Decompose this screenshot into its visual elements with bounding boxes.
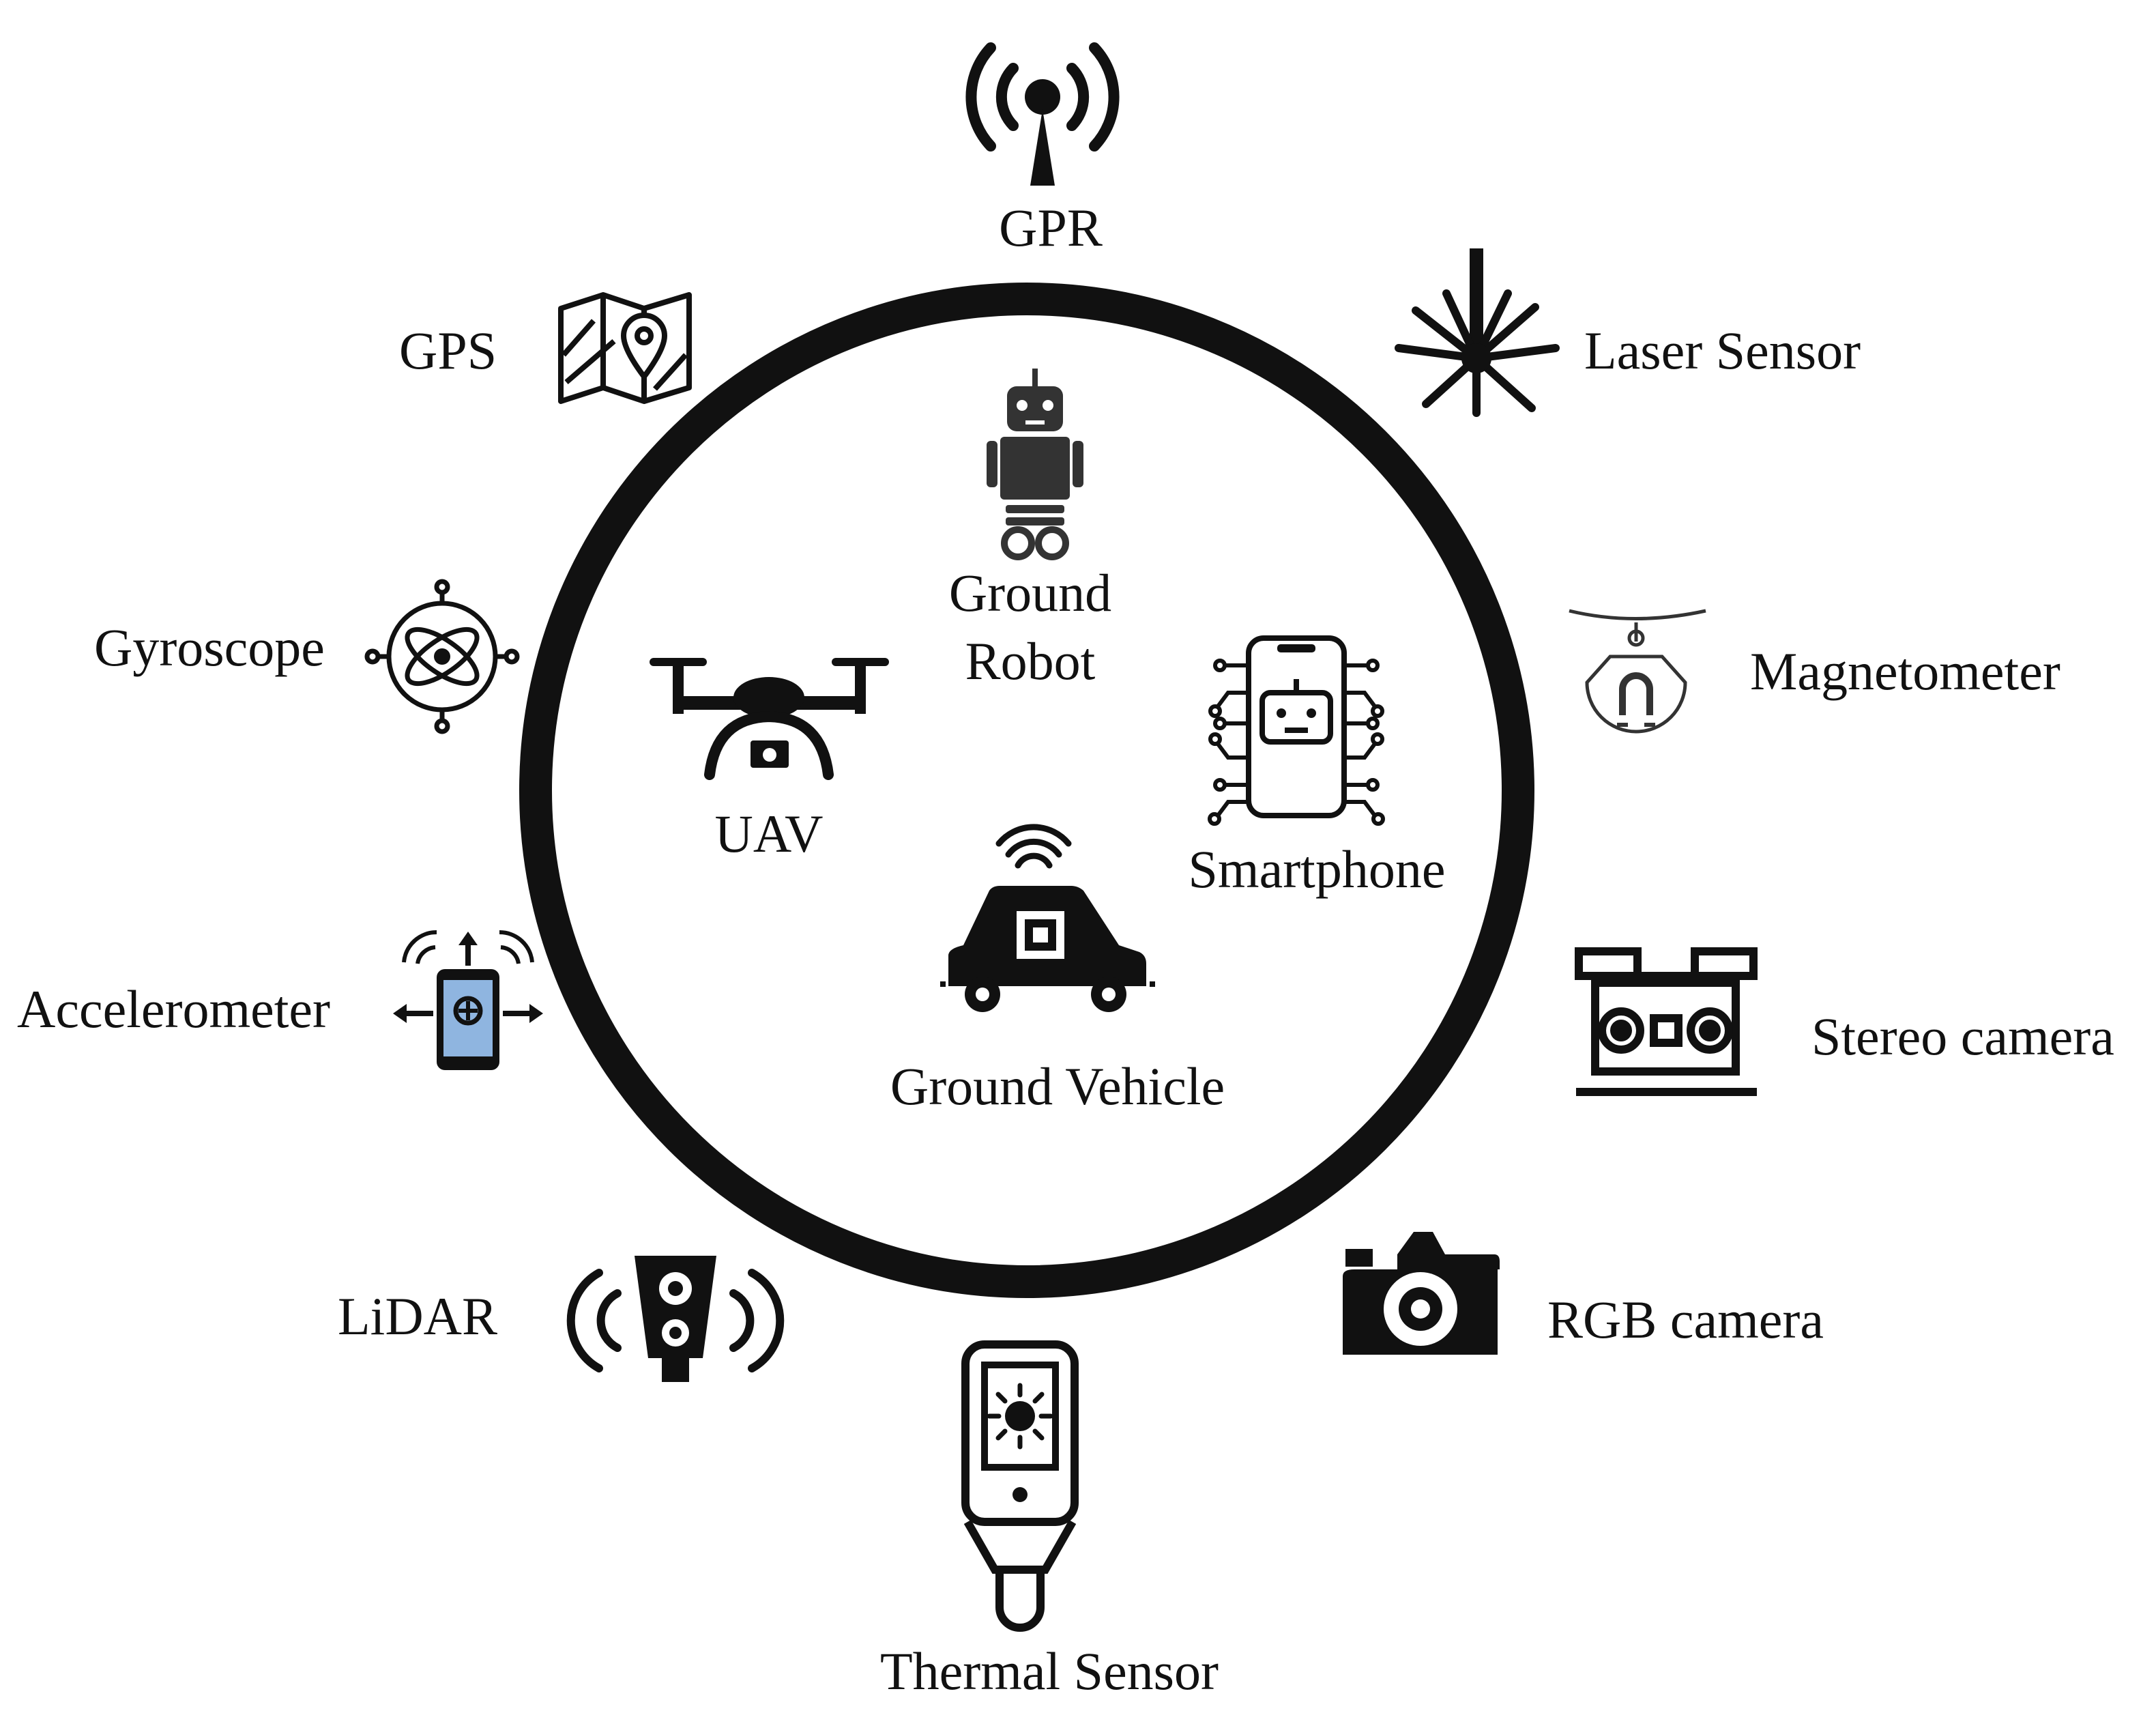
phone-motion-icon	[393, 930, 543, 1070]
antenna-signal-icon	[965, 42, 1120, 186]
robot-icon	[987, 369, 1083, 560]
stereo-camera-icon	[1575, 947, 1758, 1096]
ground-vehicle-label: Ground Vehicle	[890, 1056, 1225, 1116]
accelerometer-label: Accelerometer	[17, 979, 330, 1039]
drone-icon	[650, 658, 889, 780]
autonomous-car-icon	[940, 824, 1155, 1012]
uav-label: UAV	[715, 804, 824, 863]
smartphone-label: Smartphone	[1189, 839, 1446, 899]
lidar-label: LiDAR	[338, 1286, 497, 1346]
laser-sensor-label: Laser Sensor	[1584, 321, 1861, 380]
magnetometer-label: Magnetometer	[1750, 642, 2060, 701]
rgb-camera-label: RGB camera	[1547, 1290, 1824, 1349]
laser-burst-icon	[1395, 248, 1560, 417]
gps-label: GPS	[399, 321, 497, 380]
ground-robot-label-line1: Ground	[949, 563, 1111, 622]
gyroscope-label: Gyroscope	[94, 618, 325, 677]
smartphone-robot-icon	[1208, 635, 1385, 826]
thermal-sensor-label: Thermal Sensor	[880, 1641, 1219, 1701]
magnet-icon	[1569, 609, 1706, 734]
ground-robot-label-line2: Robot	[965, 631, 1096, 691]
map-pin-icon	[558, 292, 692, 404]
stereo-camera-label: Stereo camera	[1811, 1007, 2114, 1066]
thermal-camera-icon	[961, 1340, 1079, 1632]
camera-icon	[1343, 1232, 1500, 1355]
gyroscope-icon	[364, 579, 520, 734]
gpr-label: GPR	[999, 198, 1103, 257]
lidar-icon	[566, 1256, 785, 1382]
platform-ring	[519, 283, 1534, 1298]
